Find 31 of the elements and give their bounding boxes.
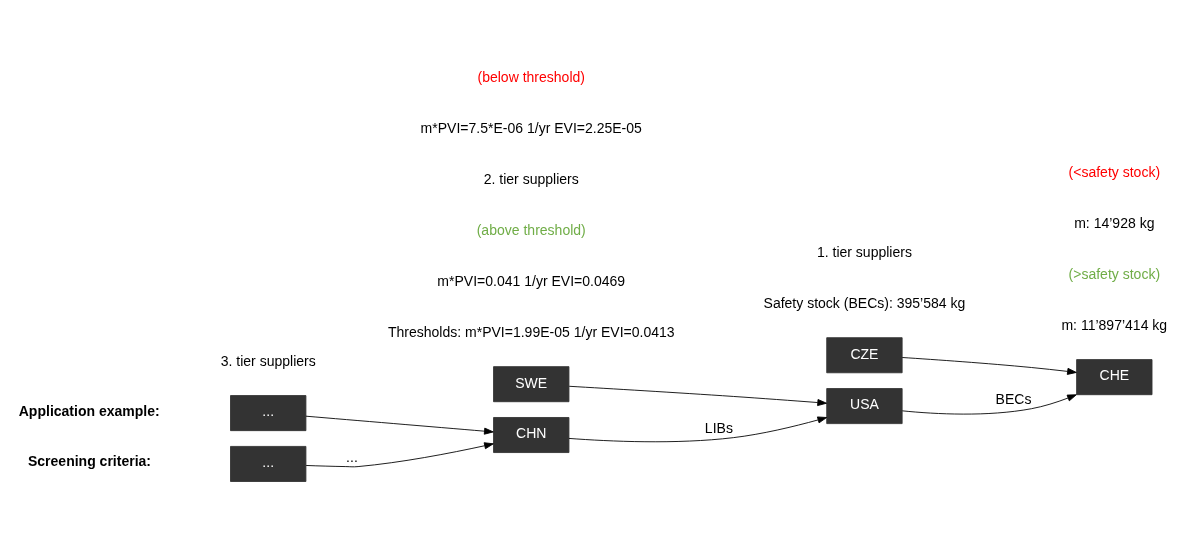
node-box: CHN [493, 417, 570, 453]
label: 2. tier suppliers [483, 171, 579, 188]
node-box: CZE [826, 337, 903, 374]
edge-label: ... [346, 449, 358, 466]
label: Application example: [18, 402, 160, 419]
label: 3. tier suppliers [220, 352, 316, 369]
arrow [305, 442, 494, 468]
arrow [568, 385, 827, 407]
node-box: CHE [1076, 359, 1153, 396]
label: (<safety stock) [1068, 164, 1161, 181]
label: m*PVI=7.5*E-06 1/yr EVI=2.25E-05 [420, 120, 642, 137]
label: m: 11’897’414 kg [1061, 316, 1168, 333]
arrow [305, 415, 494, 435]
node-box: ... [230, 395, 307, 432]
arrow [568, 416, 828, 443]
node-box: SWE [493, 366, 570, 403]
arrow [901, 394, 1077, 415]
label: m: 14’928 kg [1074, 214, 1155, 231]
label: Screening criteria: [27, 453, 152, 470]
label: (above threshold) [476, 221, 586, 238]
arrow [901, 357, 1077, 375]
label: (below threshold) [477, 69, 586, 86]
label: 1. tier suppliers [816, 243, 912, 260]
label: (>safety stock) [1068, 265, 1161, 282]
label: Thresholds: m*PVI=1.99E-05 1/yr EVI=0.0413 [387, 323, 675, 340]
label: Safety stock (BECs): 395’584 kg [763, 294, 966, 311]
label: m*PVI=0.041 1/yr EVI=0.0469 [437, 272, 626, 289]
edge-label: LIBs [704, 420, 733, 437]
node-box: USA [826, 388, 903, 425]
node-box: ... [230, 446, 307, 482]
edge-label: BECs [995, 391, 1032, 408]
